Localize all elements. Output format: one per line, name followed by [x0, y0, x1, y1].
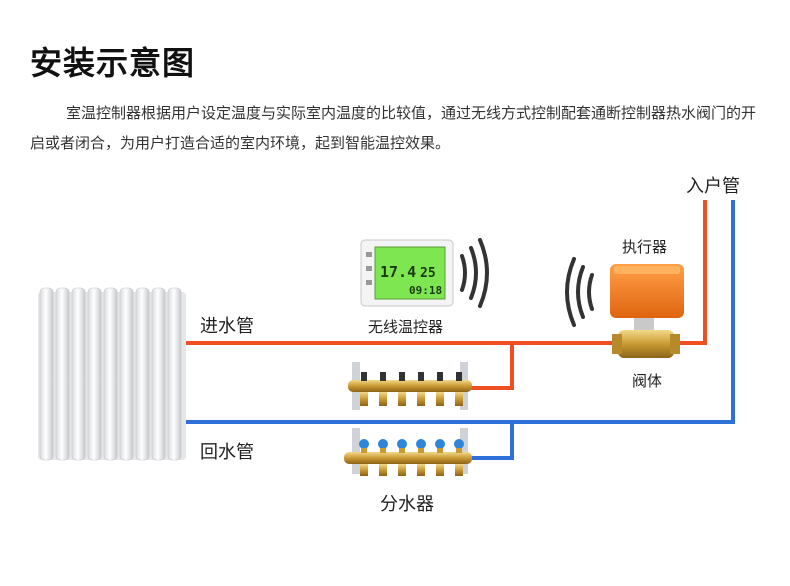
- radiator-fin: [119, 287, 134, 461]
- manifold-flow-meter-cap: [378, 439, 388, 449]
- manifold-outlet: [379, 392, 387, 406]
- manifold-outlet: [436, 392, 444, 406]
- description: 室温控制器根据用户设定温度与实际室内温度的比较值，通过无线方式控制配套通断控制器…: [30, 98, 760, 158]
- manifold-flow-meter-cap: [435, 439, 445, 449]
- actuator-label: 执行器: [622, 238, 668, 256]
- manifold-flow-meter-cap: [397, 439, 407, 449]
- manifold-outlet: [398, 464, 406, 476]
- supply-pipe-label: 进水管: [200, 316, 254, 337]
- radiator-fin: [87, 287, 102, 461]
- radiator-fin: [39, 287, 54, 461]
- thermostat-temperature: 17.4: [380, 263, 416, 281]
- manifold-valve-cap: [437, 372, 443, 381]
- wireless-thermostat-label: 无线温控器: [368, 318, 444, 336]
- manifold-supply-branch: [470, 343, 514, 390]
- description-text: 室温控制器根据用户设定温度与实际室内温度的比较值，通过无线方式控制配套通断控制器…: [30, 104, 757, 152]
- manifold-outlet: [360, 464, 368, 476]
- manifold-valve-neck: [399, 448, 405, 453]
- manifold-valve-cap: [456, 372, 462, 381]
- manifold-label: 分水器: [380, 494, 434, 515]
- manifold-valve-cap: [361, 372, 367, 381]
- radiator-fin: [71, 287, 86, 461]
- manifold-outlet: [360, 392, 368, 406]
- radiator-fin: [151, 287, 166, 461]
- inlet-pipe-label: 入户管: [686, 176, 740, 197]
- manifold-outlet: [417, 464, 425, 476]
- manifold-valve-cap: [380, 372, 386, 381]
- thermostat-wireless-signal: [460, 238, 489, 308]
- return-pipe-label: 回水管: [200, 442, 254, 463]
- manifold-valve-cap: [399, 372, 405, 381]
- supply-pipe: [186, 200, 707, 345]
- manifold-flow-meter-cap: [454, 439, 464, 449]
- manifold-outlet: [379, 464, 387, 476]
- manifold-valve-neck: [456, 448, 462, 453]
- manifold-outlet: [436, 464, 444, 476]
- manifold-upper: [348, 362, 472, 410]
- manifold-valve-neck: [437, 448, 443, 453]
- page-title: 安装示意图: [30, 44, 196, 82]
- thermostat-time: 09:18: [409, 284, 442, 297]
- actuator-valve: [610, 264, 684, 358]
- radiator-fin: [103, 287, 118, 461]
- wireless-thermostat: 17.4 25 09:18: [360, 239, 454, 307]
- radiator: [38, 287, 186, 461]
- thermostat-setpoint: 25: [420, 266, 436, 281]
- manifold-outlet: [455, 464, 463, 476]
- manifold-lower: [344, 428, 472, 476]
- manifold-valve-neck: [418, 448, 424, 453]
- manifold-outlet: [398, 392, 406, 406]
- manifold-valve-neck: [380, 448, 386, 453]
- radiator-fin: [135, 287, 150, 461]
- manifold-valve-neck: [361, 448, 367, 453]
- manifold-flow-meter-cap: [359, 439, 369, 449]
- manifold-valve-cap: [418, 372, 424, 381]
- radiator-fin: [55, 287, 70, 461]
- hot-pipes: [186, 200, 707, 390]
- manifold-return-branch: [470, 422, 514, 460]
- radiator-fin: [167, 287, 182, 461]
- manifold-outlet: [417, 392, 425, 406]
- actuator-wireless-signal: [565, 257, 594, 327]
- valve-body-label: 阀体: [632, 372, 663, 390]
- cold-pipes: [186, 200, 735, 460]
- manifold-flow-meter-cap: [416, 439, 426, 449]
- return-pipe: [186, 200, 735, 424]
- manifold-outlet: [455, 392, 463, 406]
